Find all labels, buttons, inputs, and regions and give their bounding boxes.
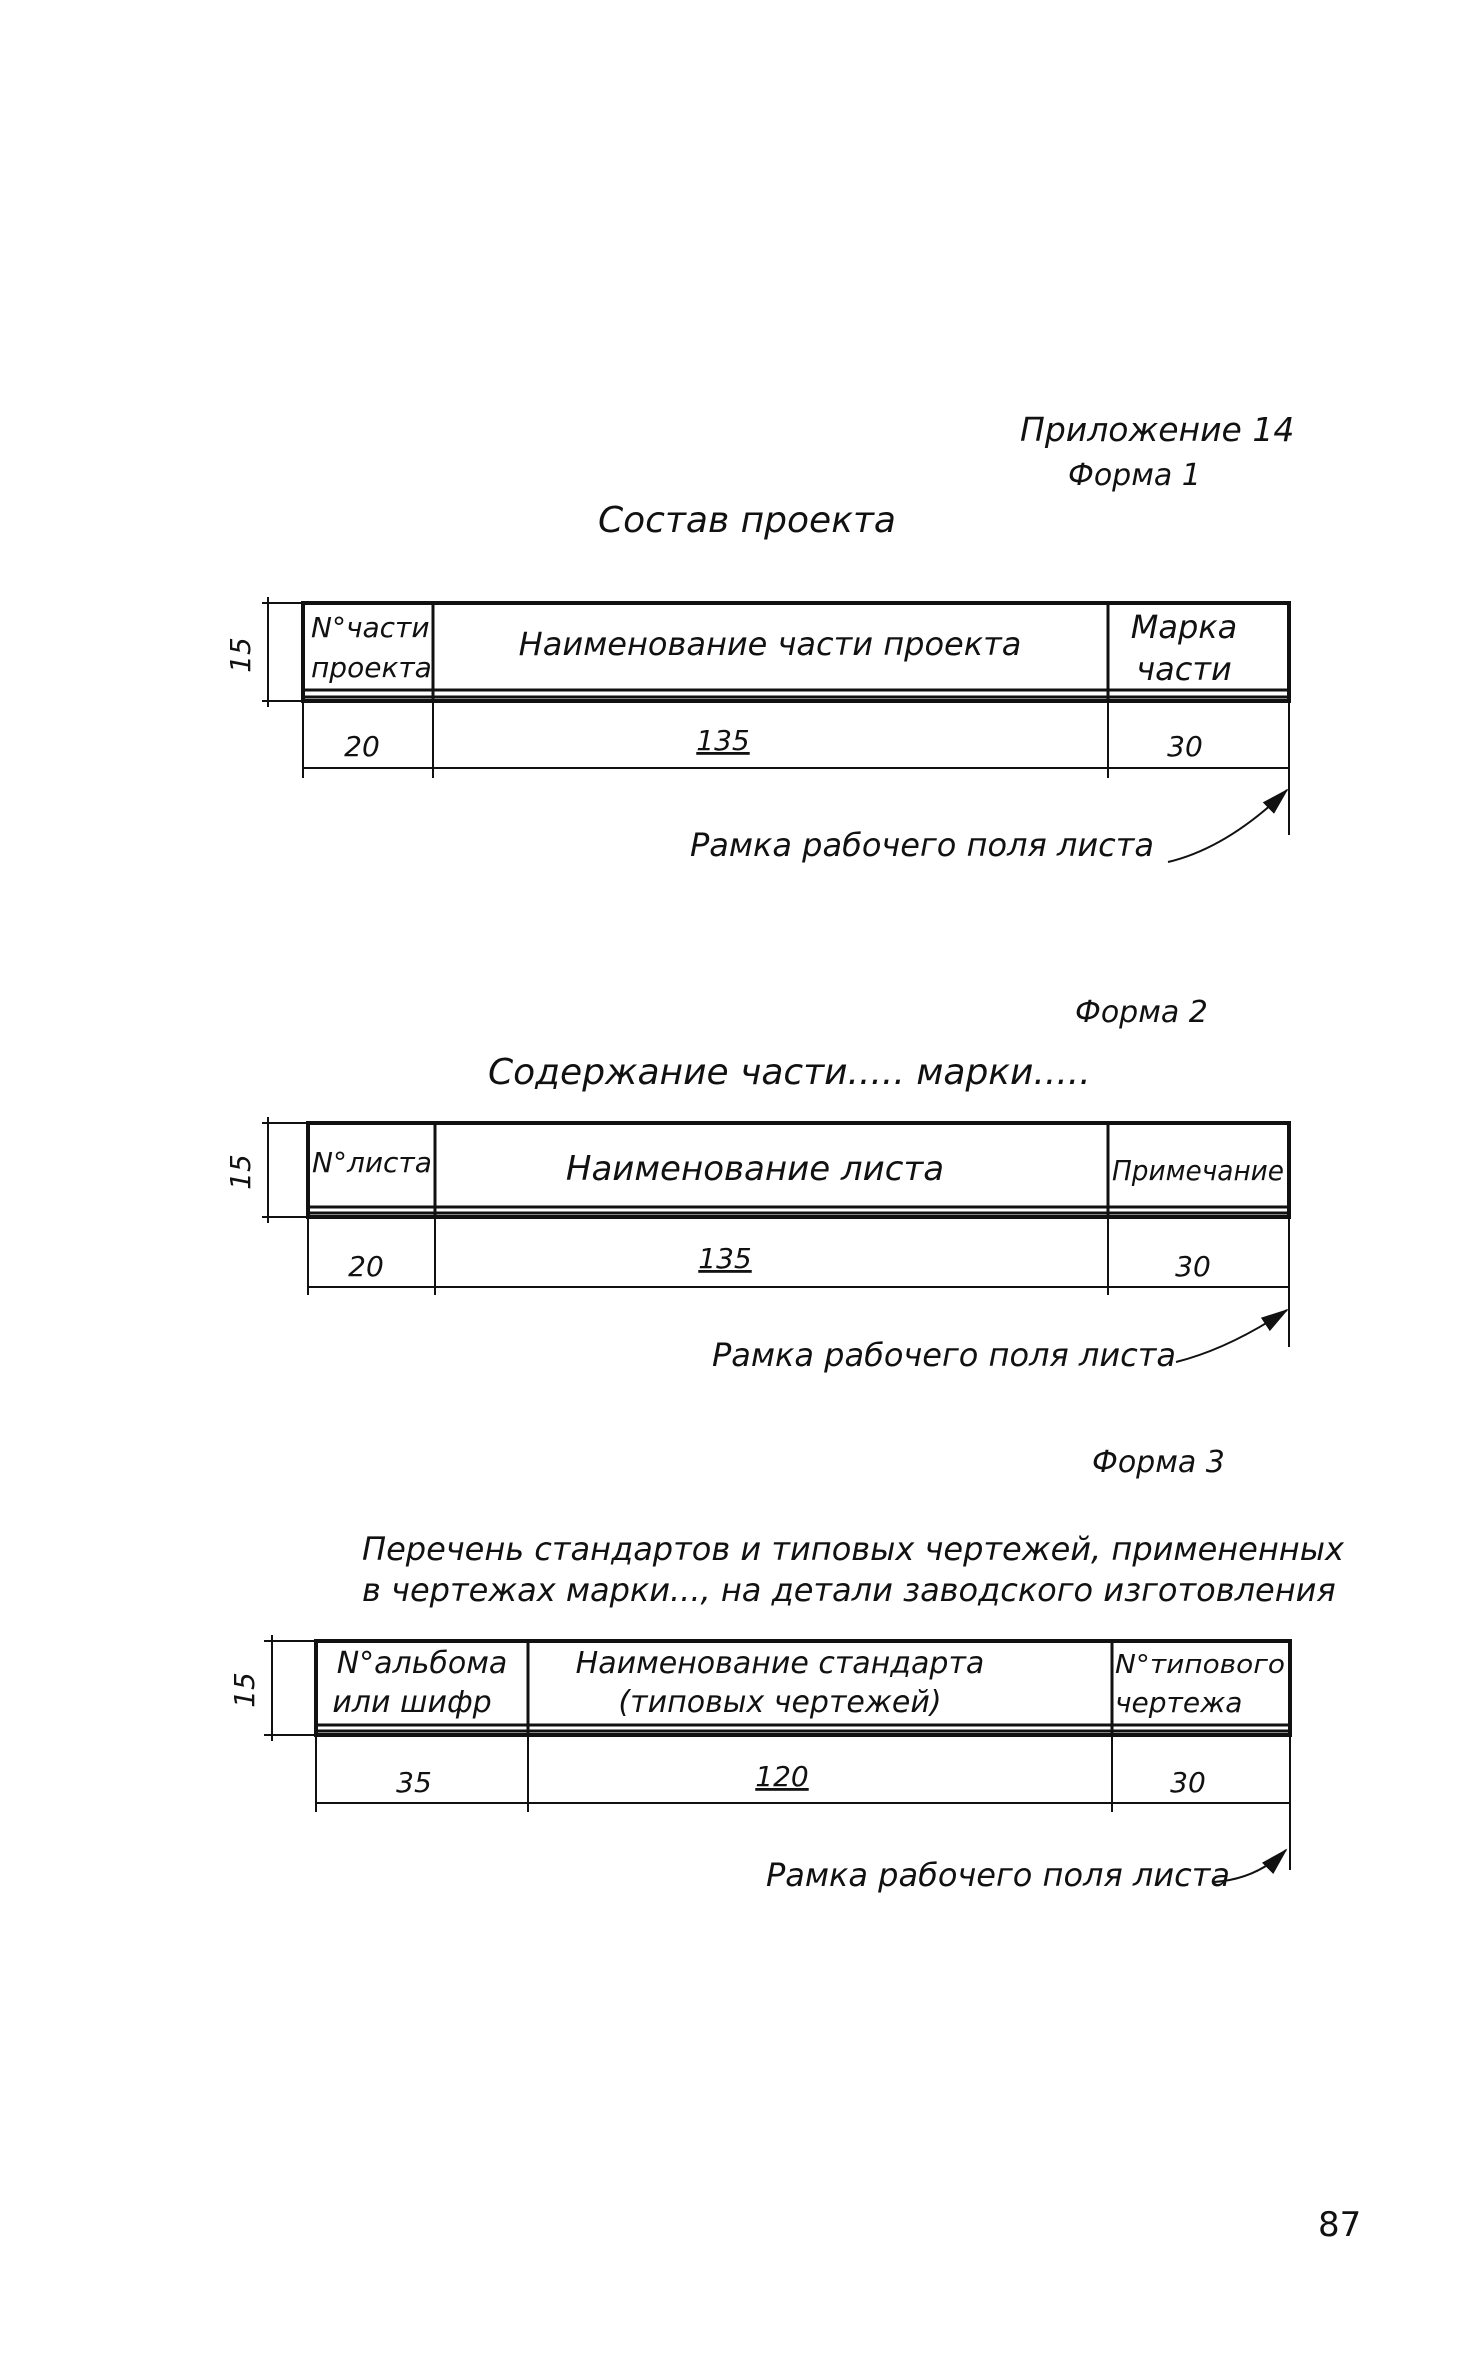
form3-label: Форма 3 — [1092, 1445, 1225, 1480]
form3-title-line1: Перечень стандартов и типовых чертежей, … — [362, 1530, 1344, 1568]
form2-height-dim: 15 — [224, 1154, 257, 1190]
form1-col2-width: 135 — [696, 724, 749, 757]
form1-col1-header-line2: проекта — [311, 651, 432, 684]
form1-col3-header-line1: Марка — [1131, 608, 1237, 646]
form1-col3-width: 30 — [1167, 730, 1203, 763]
form1-title: Состав проекта — [598, 500, 896, 541]
form2-col2-width: 135 — [698, 1242, 751, 1275]
form3-col3-header-line1: N°типового — [1115, 1650, 1285, 1680]
form2-label: Форма 2 — [1075, 995, 1208, 1030]
form3-title-line2: в чертежах марки..., на детали заводског… — [362, 1571, 1336, 1609]
form1-frame-label: Рамка рабочего поля листа — [690, 826, 1154, 864]
form3-height-dim: 15 — [228, 1672, 261, 1708]
page-number: 87 — [1318, 2205, 1362, 2245]
appendix-label: Приложение 14 — [1020, 410, 1295, 449]
form2-table — [262, 1117, 1291, 1363]
form3-frame-label: Рамка рабочего поля листа — [766, 1856, 1230, 1894]
form3-col1-header-line1: N°альбома — [337, 1646, 508, 1681]
form3-col1-header-line2: или шифр — [332, 1685, 491, 1720]
form2-col1-width: 20 — [348, 1250, 384, 1283]
form2-col2-header: Наименование листа — [566, 1149, 944, 1189]
form3-col2-header-line1: Наименование стандарта — [576, 1646, 985, 1681]
form2-col3-header: Примечание — [1112, 1154, 1284, 1187]
form1-col1-header-line1: N°части — [311, 611, 430, 644]
form3-table — [264, 1635, 1292, 1883]
form1-label: Форма 1 — [1068, 458, 1201, 493]
form3-col2-width: 120 — [755, 1760, 808, 1793]
form3-col3-header-line2: чертежа — [1115, 1686, 1242, 1719]
form1-table — [262, 597, 1291, 863]
form1-height-dim: 15 — [224, 637, 257, 673]
form3-col2-header-line2: (типовых чертежей) — [618, 1685, 941, 1720]
form3-col1-width: 35 — [396, 1766, 432, 1799]
form2-frame-label: Рамка рабочего поля листа — [712, 1336, 1176, 1374]
form1-col1-width: 20 — [344, 730, 380, 763]
form1-col2-header: Наименование части проекта — [519, 625, 1022, 663]
form2-col1-header: N°листа — [312, 1146, 432, 1179]
form2-title: Содержание части..... марки..... — [488, 1052, 1091, 1093]
form1-col3-header-line2: части — [1136, 650, 1232, 688]
form2-col3-width: 30 — [1175, 1250, 1211, 1283]
form3-col3-width: 30 — [1170, 1766, 1206, 1799]
